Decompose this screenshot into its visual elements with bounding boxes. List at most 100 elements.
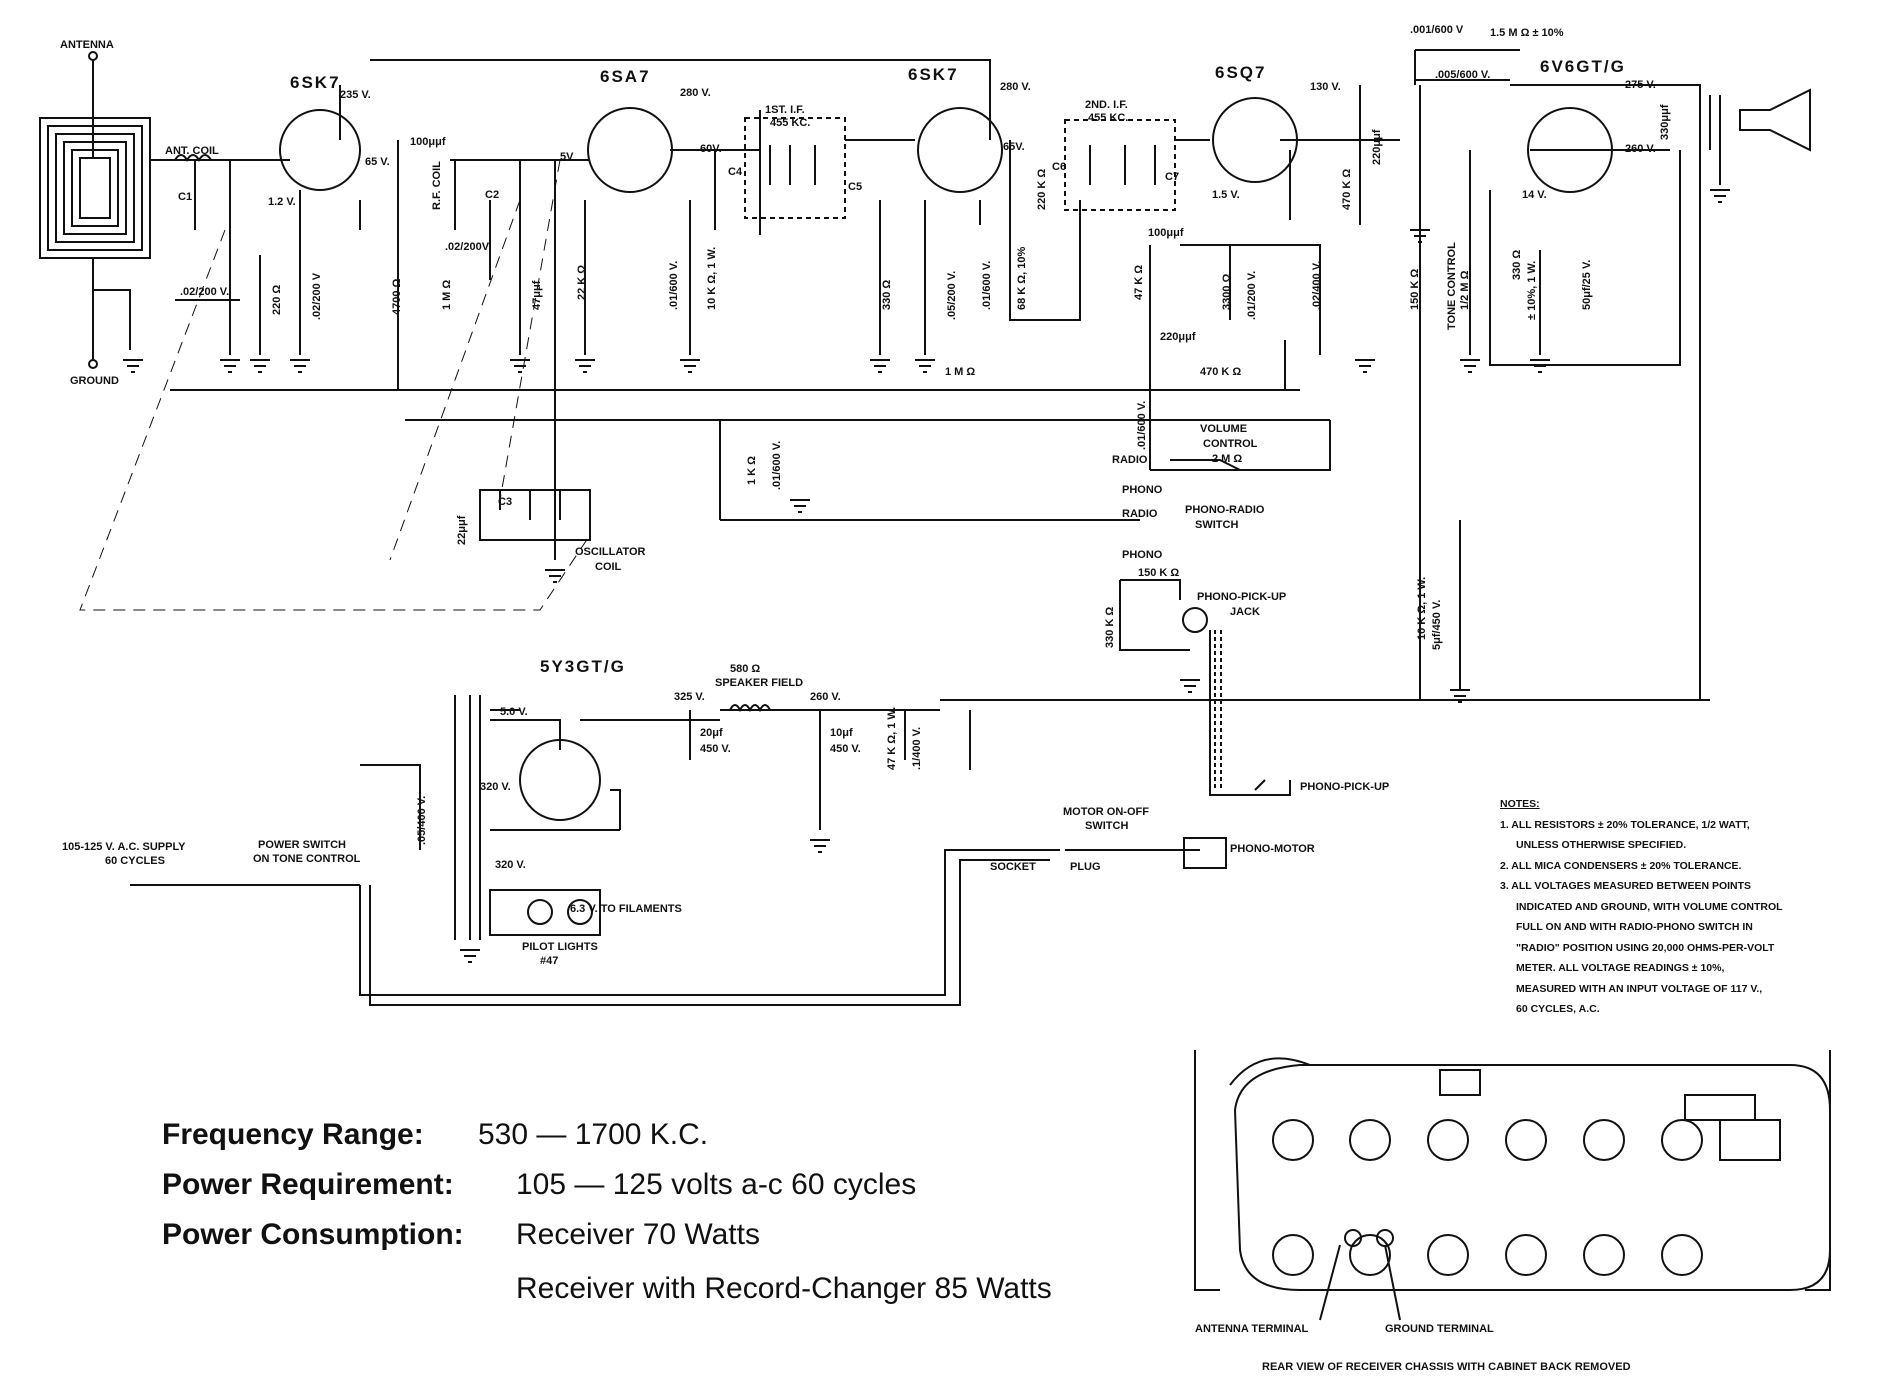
schematic-label: 65 V. [365,156,390,168]
tube-label-4: 6SQ7 [1215,63,1266,82]
schematic-label: 150 K Ω [1409,269,1421,310]
schematic-label: 320 V. [480,781,511,793]
ground-symbols [123,189,1730,963]
schematic-label: SWITCH [1195,519,1238,531]
schematic-label: 1.2 V. [268,196,296,208]
schematic-label: CONTROL [1203,438,1258,450]
schematic-label: 220 Ω [271,285,283,315]
note-line: "RADIO" POSITION USING 20,000 OHMS-PER-V… [1516,941,1775,954]
schematic-label: 150 K Ω [1138,567,1179,579]
schematic-label: C2 [485,189,499,201]
schematic-label: 6.3 V. TO FILAMENTS [570,903,682,915]
schematic-label: 60 CYCLES [105,855,165,867]
rectifier-5y3 [519,739,601,821]
schematic-label: .05/400 V. [416,796,428,845]
tube-label-1: 6SK7 [290,73,341,92]
tube-label-2: 6SA7 [600,67,651,86]
schematic-label: .02/200 V. [180,286,229,298]
antenna-terminal [1344,1229,1362,1247]
spec-value: 530 — 1700 K.C. [478,1118,709,1151]
schematic-label: 10μf [830,727,853,739]
schematic-label: 470 K Ω [1200,366,1241,378]
schematic-label: .02/400 V. [1311,261,1323,310]
schematic-label: 5μf/450 V. [1431,600,1443,650]
tube-label-3: 6SK7 [908,65,959,84]
schematic-label: .001/600 V [1410,24,1464,36]
schematic-label: .1/400 V. [911,727,923,770]
schematic-label: .05/200 V. [946,271,958,320]
note-line: METER. ALL VOLTAGE READINGS ± 10%, [1516,962,1725,974]
schematic-label: 470 K Ω [1341,169,1353,210]
schematic-label: 1 M Ω [441,280,453,310]
note-line: UNLESS OTHERWISE SPECIFIED. [1516,839,1687,851]
note-line: 2. ALL MICA CONDENSERS ± 20% TOLERANCE. [1500,859,1742,872]
schematic-label: ANT. COIL [165,145,219,157]
schematic-label: 60V. [700,143,722,155]
schematic-label: .005/600 V. [1435,69,1490,81]
schematic-label: 20μf [700,727,723,739]
schematic-label: MOTOR ON-OFF [1063,806,1149,818]
schematic-label: 22 K Ω [576,265,588,300]
note-line: 60 CYCLES, A.C. [1516,1003,1600,1015]
schematic-label: 47μμf [531,280,543,310]
schematic-label: 68 K Ω, 10% [1016,247,1028,310]
schematic-label: 220μμf [1160,331,1196,343]
tube-6v6gtg [1527,107,1613,193]
schematic-label: 47 K Ω, 1 W. [886,707,898,770]
schematic-label: 130 V. [1310,81,1341,93]
note-line: MEASURED WITH AN INPUT VOLTAGE OF 117 V.… [1516,982,1763,995]
schematic-label: PHONO-PICK-UP [1300,781,1389,793]
schematic-label: 580 Ω [730,663,760,675]
schematic-label: PHONO [1122,484,1163,496]
tube-label-5: 6V6GT/G [1540,57,1626,76]
schematic-label: 280 V. [1000,81,1031,93]
spec-value: Receiver 70 Watts [516,1218,760,1251]
schematic-label: 220 K Ω [1036,169,1048,210]
schematic-label: 330 Ω [881,280,893,310]
schematic-label: PHONO [1122,549,1163,561]
spec-label: Frequency Range: [162,1118,424,1151]
tube-6sa7 [587,107,673,193]
spec-value: Receiver with Record-Changer 85 Watts [516,1272,1052,1305]
schematic-label: 5.0 V. [500,706,528,718]
schematic-label: COIL [595,561,622,573]
schematic-label: 22μμf [456,515,468,545]
notes-heading: NOTES: [1500,798,1540,810]
schematic-label: 450 V. [700,743,731,755]
note-line: 1. ALL RESISTORS ± 20% TOLERANCE, 1/2 WA… [1500,818,1750,831]
schematic-label: 455 KC. [1088,112,1128,124]
spec-frequency: Frequency Range: 530 — 1700 K.C. [162,1118,708,1152]
schematic-label: R.F. COIL [431,161,443,210]
schematic-label: C7 [1165,171,1179,183]
schematic-label: PLUG [1070,861,1101,873]
schematic-label: C1 [178,191,192,203]
schematic-label: OSCILLATOR [575,546,646,558]
schematic-label: 1ST. I.F. [765,104,805,116]
schematic-label: 280 V. [680,87,711,99]
schematic-label: RADIO [1112,454,1148,466]
spec-record-changer: Receiver with Record-Changer 85 Watts [516,1272,1052,1306]
schematic-label: 65V. [1003,141,1025,153]
schematic-label: 10 K Ω, 1 W. [1416,577,1428,640]
schematic-label: .01/600 V. [668,261,680,310]
spec-value: 105 — 125 volts a-c 60 cycles [516,1168,917,1201]
schematic-label: ON TONE CONTROL [253,853,361,865]
schematic-label: .01/600 V. [981,261,993,310]
ground-label: GROUND [70,375,119,387]
spec-label: Power Consumption: [162,1218,464,1251]
schematic-label: TONE CONTROL [1446,242,1458,330]
schematic-label: SWITCH [1085,820,1128,832]
schematic-label: PHONO-PICK-UP [1197,591,1286,603]
schematic-label: #47 [540,955,558,967]
schematic-label: 330 K Ω [1104,607,1116,648]
schematic-label: JACK [1230,606,1260,618]
schematic-label: 260 V. [810,691,841,703]
schematic-label: 1.5 M Ω ± 10% [1490,27,1564,39]
schematic-label: VOLUME [1200,423,1247,435]
antenna-terminal-label: ANTENNA TERMINAL [1195,1323,1309,1335]
schematic-label: 450 V. [830,743,861,755]
schematic-label: 100μμf [410,136,446,148]
tube-6sq7 [1212,97,1298,183]
chassis-caption: REAR VIEW OF RECEIVER CHASSIS WITH CABIN… [1262,1361,1631,1373]
notes-block: NOTES: 1. ALL RESISTORS ± 20% TOLERANCE,… [1500,794,1860,1020]
